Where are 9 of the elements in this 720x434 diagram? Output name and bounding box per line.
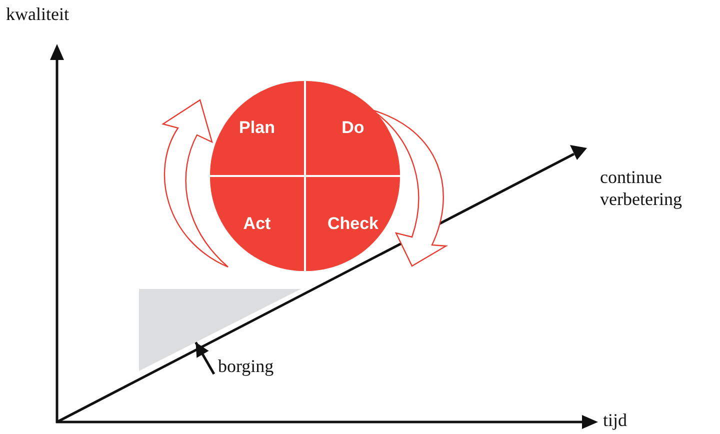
- axis-label: tijd: [603, 410, 628, 432]
- cycle-quadrant: Act: [210, 177, 304, 271]
- cycle-quadrant: Check: [306, 177, 400, 271]
- axis-label: kwaliteit: [6, 4, 70, 26]
- axis-label: continue verbetering: [600, 167, 683, 210]
- cycle-quadrant: Do: [306, 81, 400, 175]
- leader-arrow: [194, 342, 216, 375]
- cycle-quadrant: Plan: [210, 81, 304, 175]
- annotation-text: borging: [218, 356, 274, 378]
